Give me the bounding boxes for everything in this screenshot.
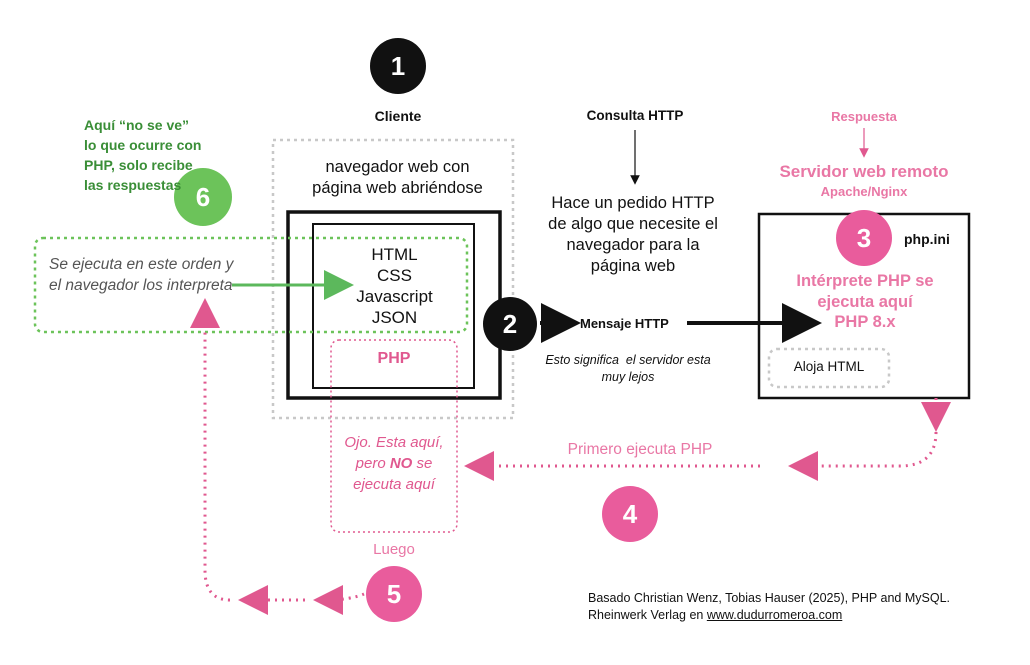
client-dotted-box bbox=[271, 138, 515, 420]
server-title: Servidor web remoto bbox=[779, 162, 949, 181]
browser-text: navegador web con página web abriéndose bbox=[312, 158, 483, 197]
step-3-circle: 3 bbox=[836, 210, 892, 266]
green-note-title: Aquí “no se ve” lo que ocurre con PHP, s… bbox=[84, 117, 202, 193]
step-2-circle: 2 bbox=[483, 297, 537, 351]
credit-prefix: Rheinwerk Verlag en bbox=[588, 608, 707, 622]
tech-json: JSON bbox=[371, 308, 418, 327]
php-version: PHP 8.x bbox=[834, 313, 896, 331]
credit-link[interactable]: www.dudurromeroa.com bbox=[706, 608, 843, 622]
php-label: PHP bbox=[377, 350, 411, 367]
php-note-post: se ejecuta aquí bbox=[353, 455, 435, 493]
message-label: Mensaje HTTP bbox=[580, 316, 669, 331]
php-pink-box bbox=[330, 339, 458, 533]
credit-line2: Rheinwerk Verlag en www.dudurromeroa.com bbox=[588, 607, 1008, 624]
php-ini-label: php.ini bbox=[904, 231, 950, 247]
client-title: Cliente bbox=[374, 108, 422, 124]
server-subtitle: Apache/Nginx bbox=[820, 184, 908, 199]
php-note-emph: NO bbox=[389, 455, 413, 472]
php-note-pre: Ojo. Esta aquí, pero bbox=[344, 434, 444, 472]
first-label: Primero ejecuta PHP bbox=[567, 441, 713, 458]
return-path-curve bbox=[788, 431, 938, 481]
hosts-html-label: Aloja HTML bbox=[793, 359, 865, 374]
page-box bbox=[312, 223, 475, 389]
credit-line1: Basado Christian Wenz, Tobias Hauser (20… bbox=[588, 591, 950, 605]
credit-text: Basado Christian Wenz, Tobias Hauser (20… bbox=[588, 590, 1008, 624]
tech-javascript: Javascript bbox=[356, 287, 433, 306]
distance-note: Esto significa el servidor esta muy lejo… bbox=[545, 353, 718, 384]
step-6-circle: 6 bbox=[174, 168, 232, 226]
step-1-circle: 1 bbox=[370, 38, 426, 94]
request-text: Hace un pedido HTTP de algo que necesite… bbox=[548, 194, 718, 275]
tech-html: HTML bbox=[371, 245, 418, 264]
php-note: Ojo. Esta aquí, pero NO se ejecuta aquí bbox=[338, 432, 450, 495]
query-title: Consulta HTTP bbox=[586, 108, 684, 123]
step-5-circle: 5 bbox=[366, 566, 422, 622]
response-label: Respuesta bbox=[831, 109, 897, 124]
technology-list: HTML CSS Javascript JSON bbox=[322, 244, 467, 328]
interpreter-text: Intérprete PHP se ejecuta aquí bbox=[796, 272, 934, 311]
step-4-circle: 4 bbox=[602, 486, 658, 542]
tech-css: CSS bbox=[377, 266, 412, 285]
step5-path bbox=[313, 584, 365, 615]
execution-text: Se ejecuta en este orden y el navegador … bbox=[49, 256, 234, 294]
step5-path-up bbox=[190, 298, 231, 602]
hosts-html-box bbox=[767, 347, 891, 389]
then-label: Luego bbox=[373, 541, 415, 558]
